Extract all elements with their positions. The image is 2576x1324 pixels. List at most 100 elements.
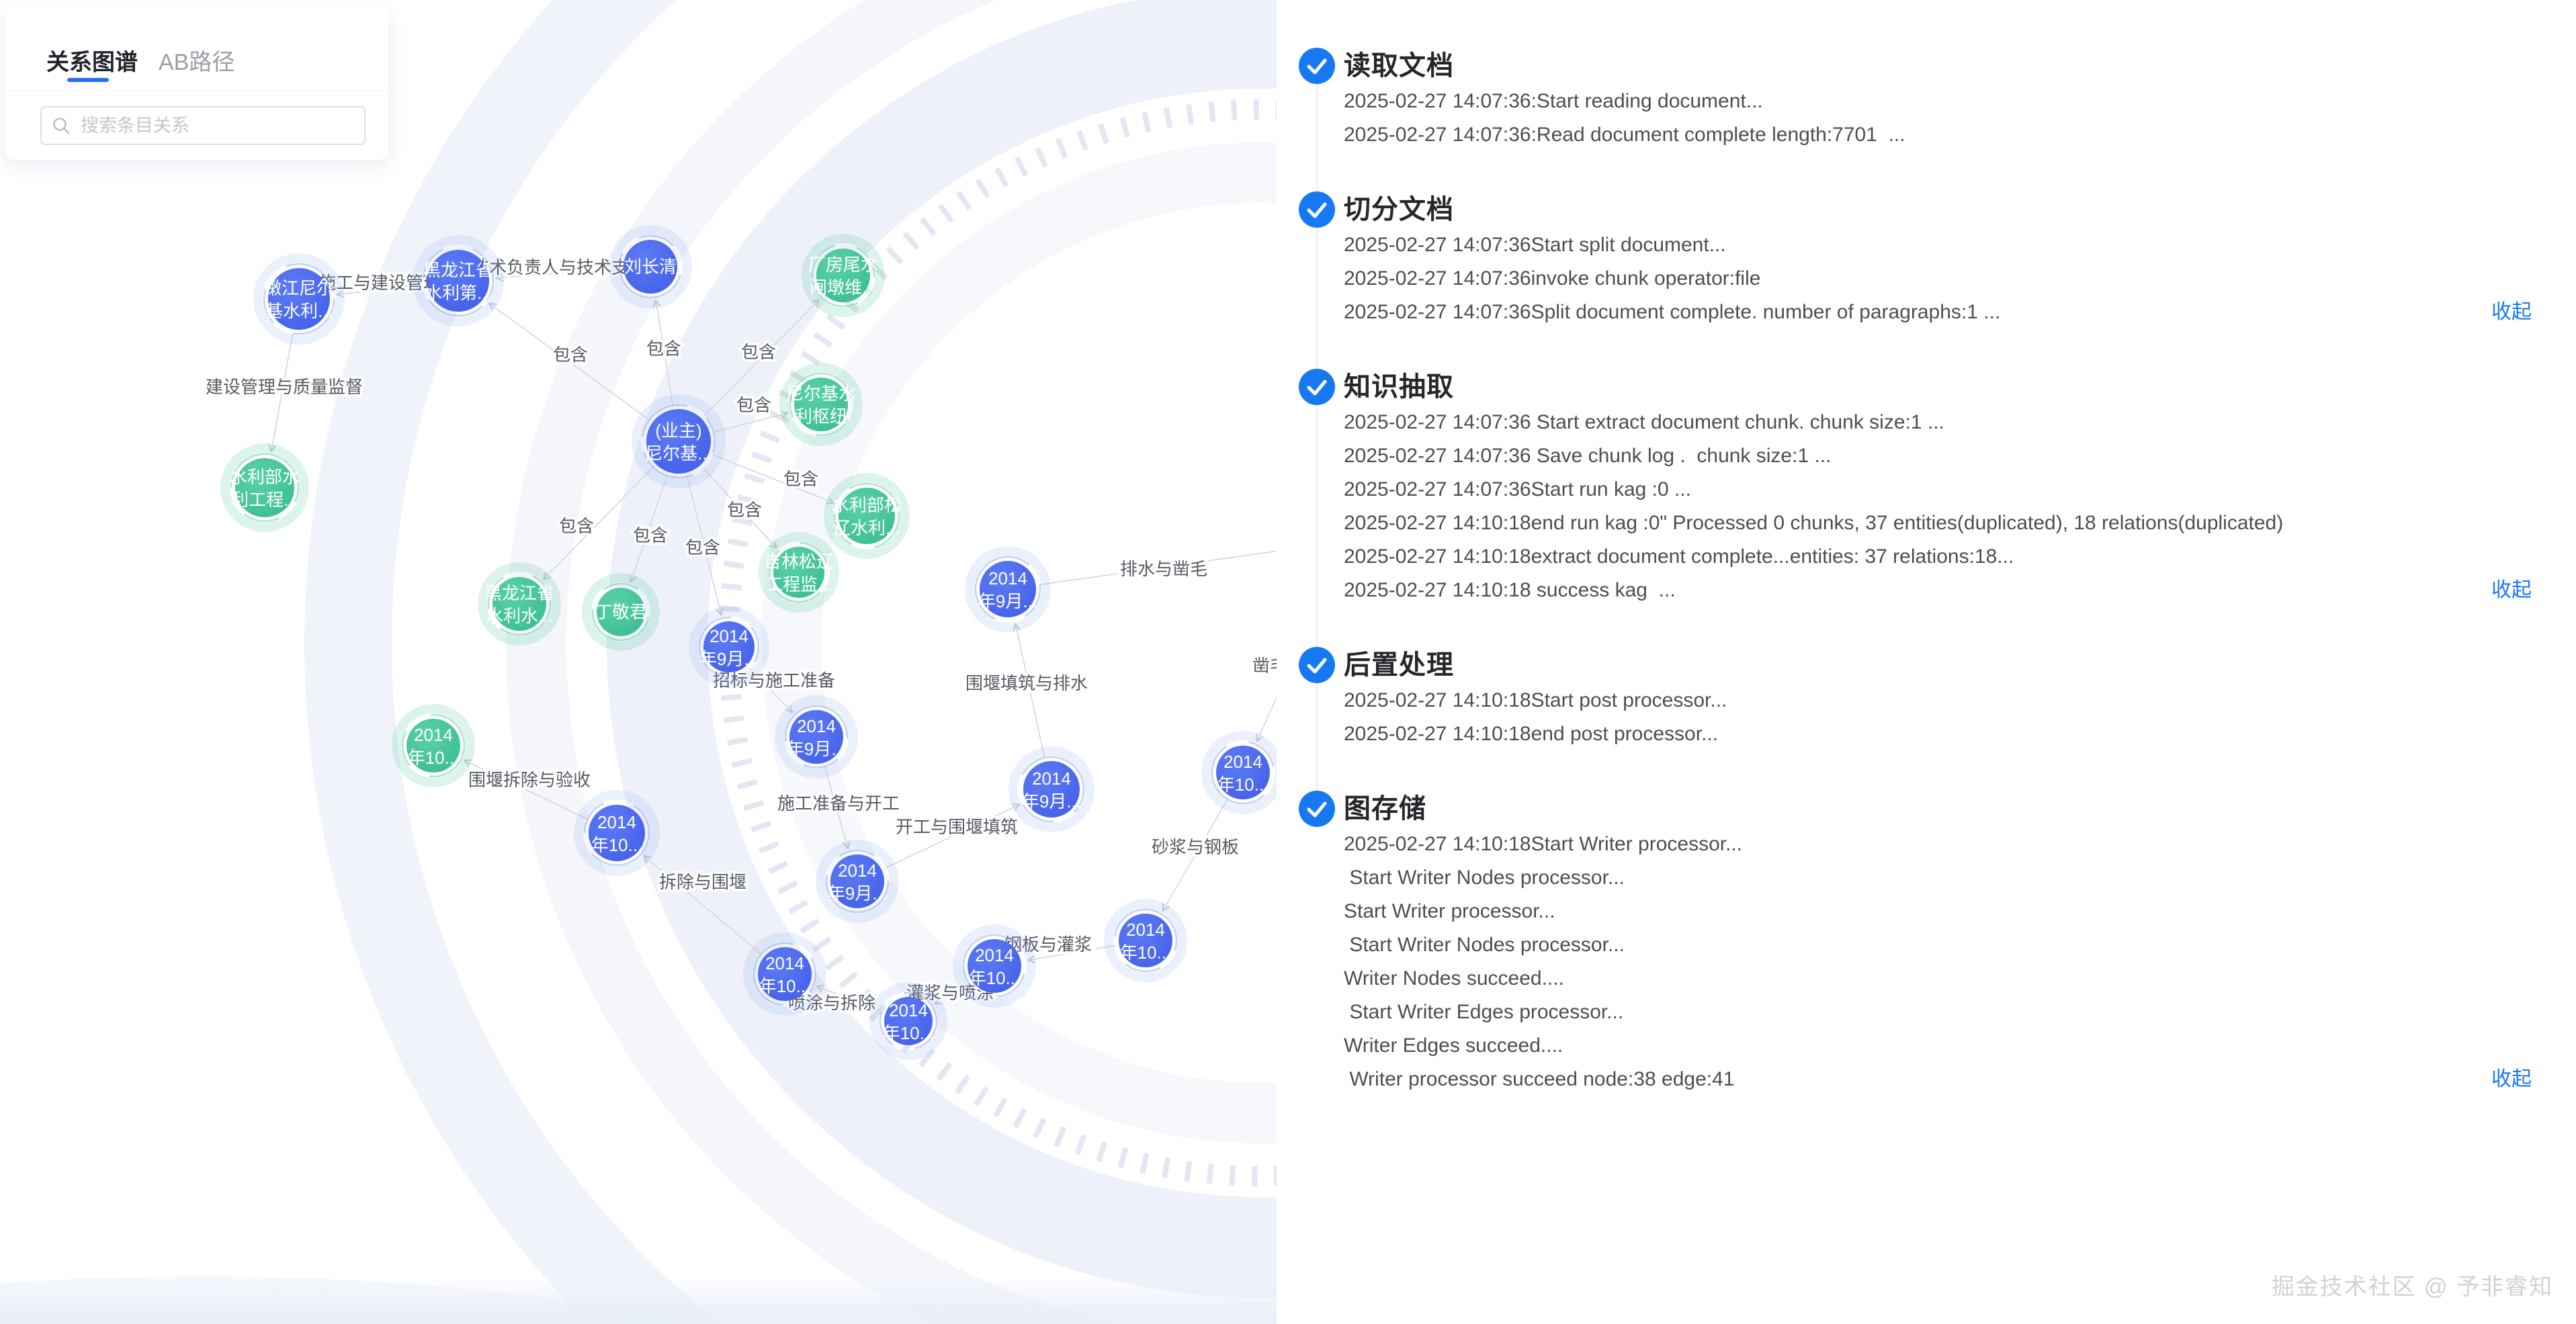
graph-edges xyxy=(268,268,1277,1012)
node-label: 吉林松辽 xyxy=(764,551,834,572)
search-box[interactable] xyxy=(40,106,366,145)
node-label: (业主) xyxy=(655,421,701,441)
graph-node[interactable]: 2014 年10... xyxy=(743,932,826,1016)
node-label: 水利第... xyxy=(425,283,492,303)
node-label: 2014 xyxy=(765,953,804,973)
log-line: Start Writer Edges processor... xyxy=(1344,1001,1624,1023)
collapse-link[interactable]: 收起 xyxy=(2491,579,2532,601)
log-line: Writer Edges succeed.... xyxy=(1344,1034,1563,1057)
graph-node[interactable]: 厂房尾水闸墩维... xyxy=(800,232,886,318)
search-input[interactable] xyxy=(79,114,364,137)
pipeline-step: 读取文档 2025-02-27 14:07:36:Start reading do… xyxy=(1277,47,2576,152)
node-label: 工程监... xyxy=(765,574,832,594)
edge-label: 包含 xyxy=(633,525,668,545)
graph-node[interactable]: 2014 年9月... xyxy=(775,695,858,779)
edge-label: 开工与围堰填筑 xyxy=(896,817,1018,837)
graph-node[interactable]: 2014年9月... xyxy=(816,840,899,923)
step-log-lines: 2025-02-27 14:07:36 Start extract docume… xyxy=(1344,406,2576,607)
edge-label: 施工与建设管理 xyxy=(318,273,441,293)
graph-nodes: 嫩江尼尔基水利...黑龙江省水利第...刘长清厂房尾水闸墩维...(业主)尼尔基… xyxy=(220,225,1277,1061)
edge-label: 喷涂与拆除 xyxy=(788,993,875,1013)
graph-bottom-fade xyxy=(0,1277,1277,1324)
graph-node[interactable]: 2014年10... xyxy=(392,704,475,787)
node-label: 水利部水 xyxy=(230,467,300,487)
graph-node[interactable]: 2014年10... xyxy=(1104,899,1187,982)
edge-label: 拆除与围堰 xyxy=(659,872,746,892)
tab-ab-path[interactable]: AB路径 xyxy=(159,50,235,75)
graph-panel: 施工与建设管理技术负责人与技术支持建设管理与质量监督包含包含包含包含包含包含包含… xyxy=(0,0,1277,1324)
step-title: 图存储 xyxy=(1344,794,1426,824)
edge-label: 围堰填筑与排水 xyxy=(965,673,1088,693)
collapse-link[interactable]: 收起 xyxy=(2491,1068,2532,1090)
node-label: 2014 xyxy=(797,716,836,736)
edge-label: 包含 xyxy=(646,339,681,359)
active-tab-underline xyxy=(67,78,109,82)
node-label: 2014 xyxy=(1223,752,1262,772)
edge-label: 建设管理与质量监督 xyxy=(206,377,363,397)
node-label: 年10... xyxy=(408,748,460,768)
graph-node[interactable]: 2014年9月... xyxy=(1008,746,1095,833)
node-label: 2014 xyxy=(1032,768,1071,789)
step-title: 读取文档 xyxy=(1344,51,1454,81)
watermark: 掘金技术社区 @ 予非睿知 xyxy=(2271,1274,2553,1300)
graph-node[interactable]: 2014年10... xyxy=(951,922,1038,1010)
pipeline-step: 知识抽取 2025-02-27 14:07:36 Start extract do… xyxy=(1277,368,2576,607)
graph-node[interactable]: 水利部水利工程... xyxy=(220,443,309,532)
edge-label: 包含 xyxy=(727,500,762,520)
tab-relation-graph[interactable]: 关系图谱 xyxy=(46,50,138,75)
graph-node[interactable]: 2014年9月... xyxy=(689,607,769,687)
node-label: 年9月... xyxy=(787,739,846,759)
node-label: 丁敬君 xyxy=(595,602,647,622)
pipeline-steps: 读取文档 2025-02-27 14:07:36:Start reading do… xyxy=(1277,0,2576,1096)
step-log-lines: 2025-02-27 14:10:18Start post processor.… xyxy=(1344,684,2576,751)
graph-node[interactable]: 刘长清 xyxy=(609,225,692,308)
node-label: 年10... xyxy=(759,976,811,996)
search-icon xyxy=(53,118,70,134)
collapse-link[interactable]: 收起 xyxy=(2491,301,2532,323)
graph-edge-labels: 施工与建设管理技术负责人与技术支持建设管理与质量监督包含包含包含包含包含包含包含… xyxy=(203,255,1277,1016)
graph-node[interactable]: 水利部松辽水利... xyxy=(822,472,911,560)
graph-node[interactable]: 黑龙江省水利水... xyxy=(478,562,561,646)
node-label: 2014 xyxy=(988,568,1027,588)
edge-label: 砂浆与钢板 xyxy=(1152,837,1239,857)
graph-node[interactable]: (业主)尼尔基... xyxy=(632,394,726,488)
log-line: Start Writer processor... xyxy=(1344,900,1555,922)
node-label: 年10... xyxy=(969,968,1021,988)
graph-node[interactable]: 嫩江尼尔基水利... xyxy=(253,253,345,345)
node-label: 2014 xyxy=(838,860,877,881)
log-line: Writer processor succeed node:38 edge:41 xyxy=(1344,1068,1735,1090)
knowledge-graph-canvas[interactable]: 施工与建设管理技术负责人与技术支持建设管理与质量监督包含包含包含包含包含包含包含… xyxy=(0,0,1277,1324)
log-line: 2025-02-27 14:07:36 Start extract docume… xyxy=(1344,411,1944,433)
step-title: 后置处理 xyxy=(1344,650,1454,680)
node-label: 利工程... xyxy=(231,490,298,510)
graph-node[interactable]: 2014 年10... xyxy=(1200,730,1277,816)
timeline-line xyxy=(1316,66,1318,817)
step-log-lines: 2025-02-27 14:07:36:Start reading docume… xyxy=(1344,85,2576,152)
node-label: 辽水利... xyxy=(833,518,900,538)
edge-label: 招标与施工准备 xyxy=(713,670,835,691)
log-line: 2025-02-27 14:07:36 Save chunk log . chu… xyxy=(1344,445,1832,467)
node-label: 2014 xyxy=(1126,920,1165,940)
log-line: 2025-02-27 14:10:18extract document comp… xyxy=(1344,545,2014,568)
graph-node[interactable]: 2014年10... xyxy=(869,981,949,1061)
node-label: 基水利... xyxy=(265,301,333,321)
node-label: 年9月... xyxy=(828,883,887,903)
graph-node[interactable]: 2014年9月... xyxy=(965,546,1051,632)
edge-label: 包含 xyxy=(736,395,771,415)
edge-label: 包含 xyxy=(559,516,594,536)
edge-label: 施工准备与开工 xyxy=(777,793,900,813)
step-title: 知识抽取 xyxy=(1344,372,1454,402)
log-line: 2025-02-27 14:07:36:Start reading docume… xyxy=(1344,90,1763,112)
edge-label: 排水与凿毛 xyxy=(1120,559,1207,579)
graph-node[interactable]: 2014年10... xyxy=(572,789,661,877)
node-label: 年10... xyxy=(1217,775,1269,795)
graph-node[interactable]: 吉林松辽工程监... xyxy=(759,532,839,613)
step-title: 切分文档 xyxy=(1344,195,1454,224)
graph-node[interactable]: 黑龙江省水利第... xyxy=(409,232,508,330)
graph-node[interactable]: 丁敬君 xyxy=(582,573,660,651)
step-log-lines: 2025-02-27 14:10:18Start Writer processo… xyxy=(1344,828,2576,1096)
node-label: 2014 xyxy=(710,626,748,646)
pipeline-step: 后置处理 2025-02-27 14:10:18Start post proces… xyxy=(1277,646,2576,751)
